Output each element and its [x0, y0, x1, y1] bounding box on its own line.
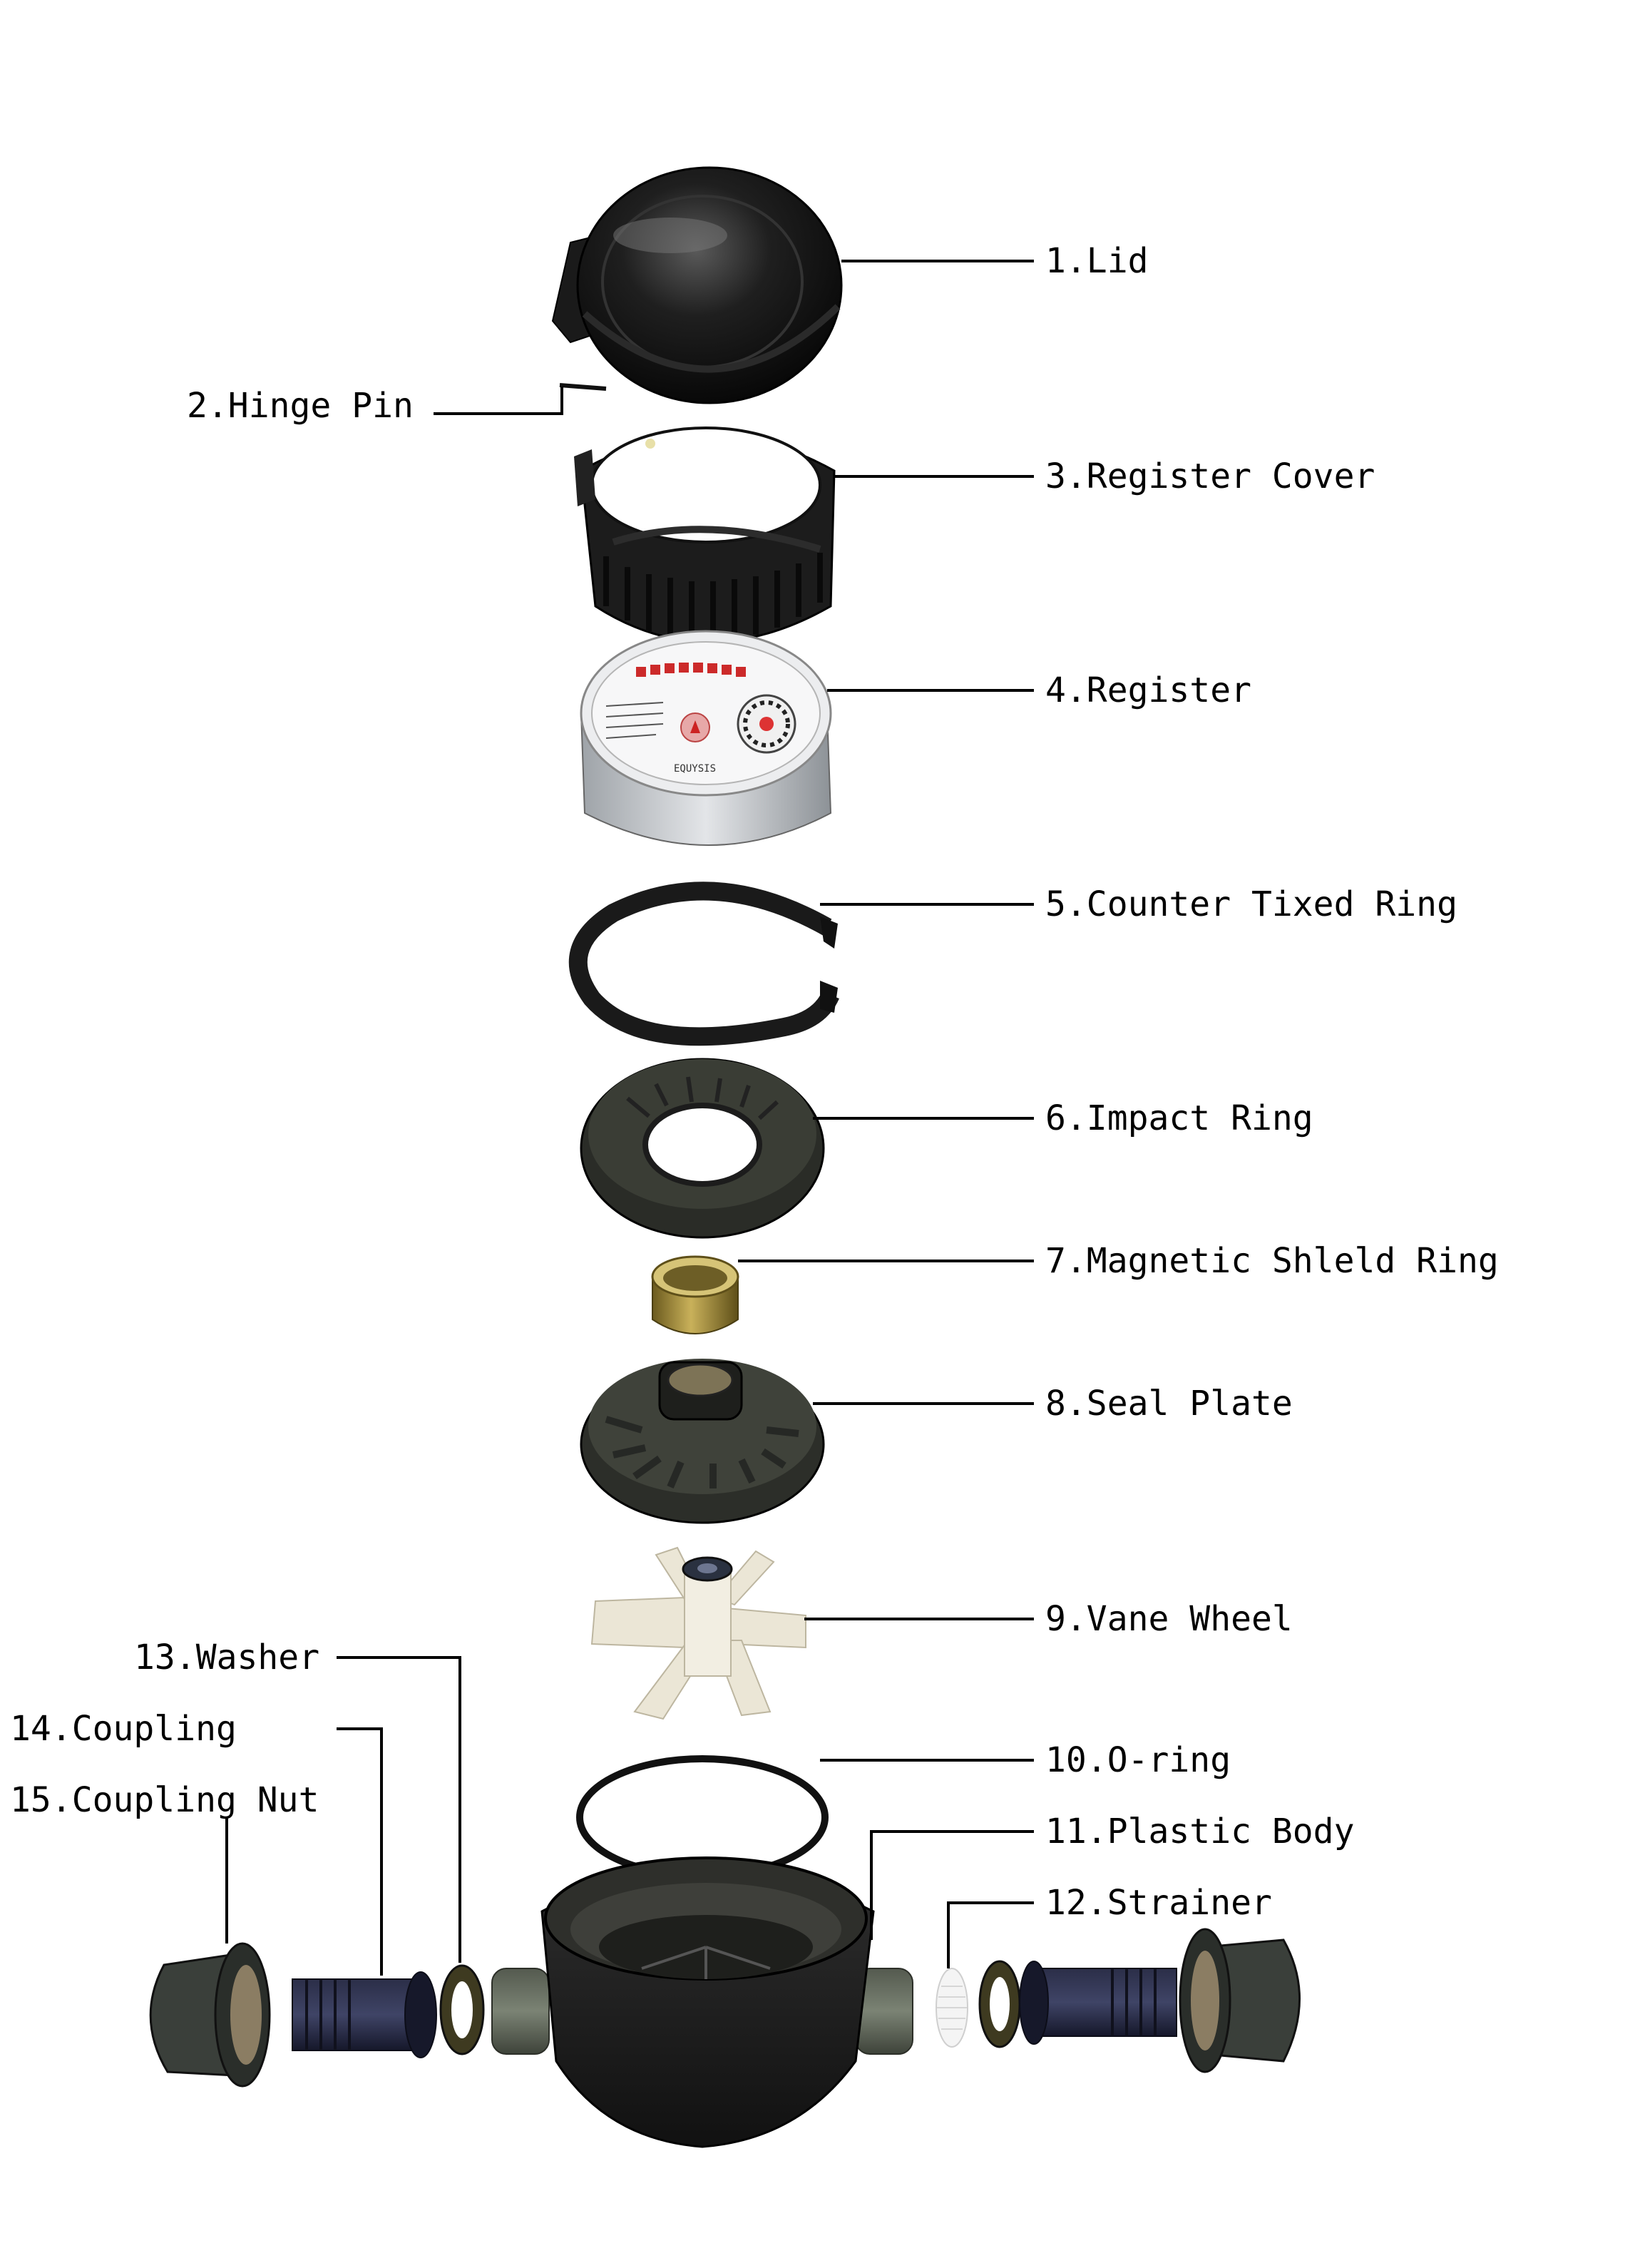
hinge-pin-part — [559, 383, 607, 391]
leader-hinge-pin — [434, 387, 563, 415]
label-washer: 13.Washer — [134, 1638, 319, 1677]
leader-washer — [337, 1656, 461, 1963]
label-magnetic-shield-ring: 7.Magnetic Shleld Ring — [1045, 1241, 1499, 1281]
label-register-cover: 3.Register Cover — [1045, 456, 1375, 496]
magnetic-shield-ring-part — [651, 1255, 739, 1334]
coupling-nut-left-part — [149, 1942, 271, 2088]
label-coupling: 14.Coupling — [10, 1709, 237, 1749]
label-o-ring: 10.O-ring — [1045, 1740, 1231, 1780]
label-register: 4.Register — [1045, 670, 1251, 710]
washer-right-part — [978, 1960, 1021, 2048]
strainer-part — [936, 1968, 968, 2048]
leader-strainer — [947, 1901, 1034, 1968]
leader-coupling — [337, 1727, 383, 1976]
label-lid: 1.Lid — [1045, 241, 1149, 281]
part-labels: 1.Lid 2.Hinge Pin 3.Register Cover 4.Reg… — [10, 241, 1499, 1923]
lid-part — [551, 166, 843, 404]
counter-fixed-ring-part — [568, 882, 839, 1046]
leader-lines — [225, 260, 1034, 1976]
label-seal-plate: 8.Seal Plate — [1045, 1384, 1293, 1424]
label-impact-ring: 6.Impact Ring — [1045, 1098, 1313, 1138]
plastic-body-part — [491, 1856, 913, 2148]
coupling-left-part — [292, 1971, 437, 2058]
washer-left-part — [439, 1964, 485, 2055]
label-coupling-nut: 15.Coupling Nut — [10, 1780, 319, 1820]
impact-ring-part — [580, 1058, 825, 1239]
register-brand-text: EQUYSIS — [674, 763, 716, 775]
coupling-right-part — [1019, 1961, 1177, 2045]
register-cover-part — [574, 426, 836, 643]
label-strainer: 12.Strainer — [1045, 1883, 1272, 1923]
label-plastic-body: 11.Plastic Body — [1045, 1812, 1354, 1851]
label-hinge-pin: 2.Hinge Pin — [187, 386, 414, 426]
register-part: EQUYSIS — [580, 630, 832, 846]
leader-plastic-body — [870, 1830, 1034, 1940]
seal-plate-part — [580, 1359, 825, 1524]
label-counter-fixed-ring: 5.Counter Tixed Ring — [1045, 884, 1457, 924]
coupling-nut-right-part — [1179, 1928, 1301, 2073]
vane-wheel-part — [590, 1546, 806, 1720]
label-vane-wheel: 9.Vane Wheel — [1045, 1599, 1293, 1639]
